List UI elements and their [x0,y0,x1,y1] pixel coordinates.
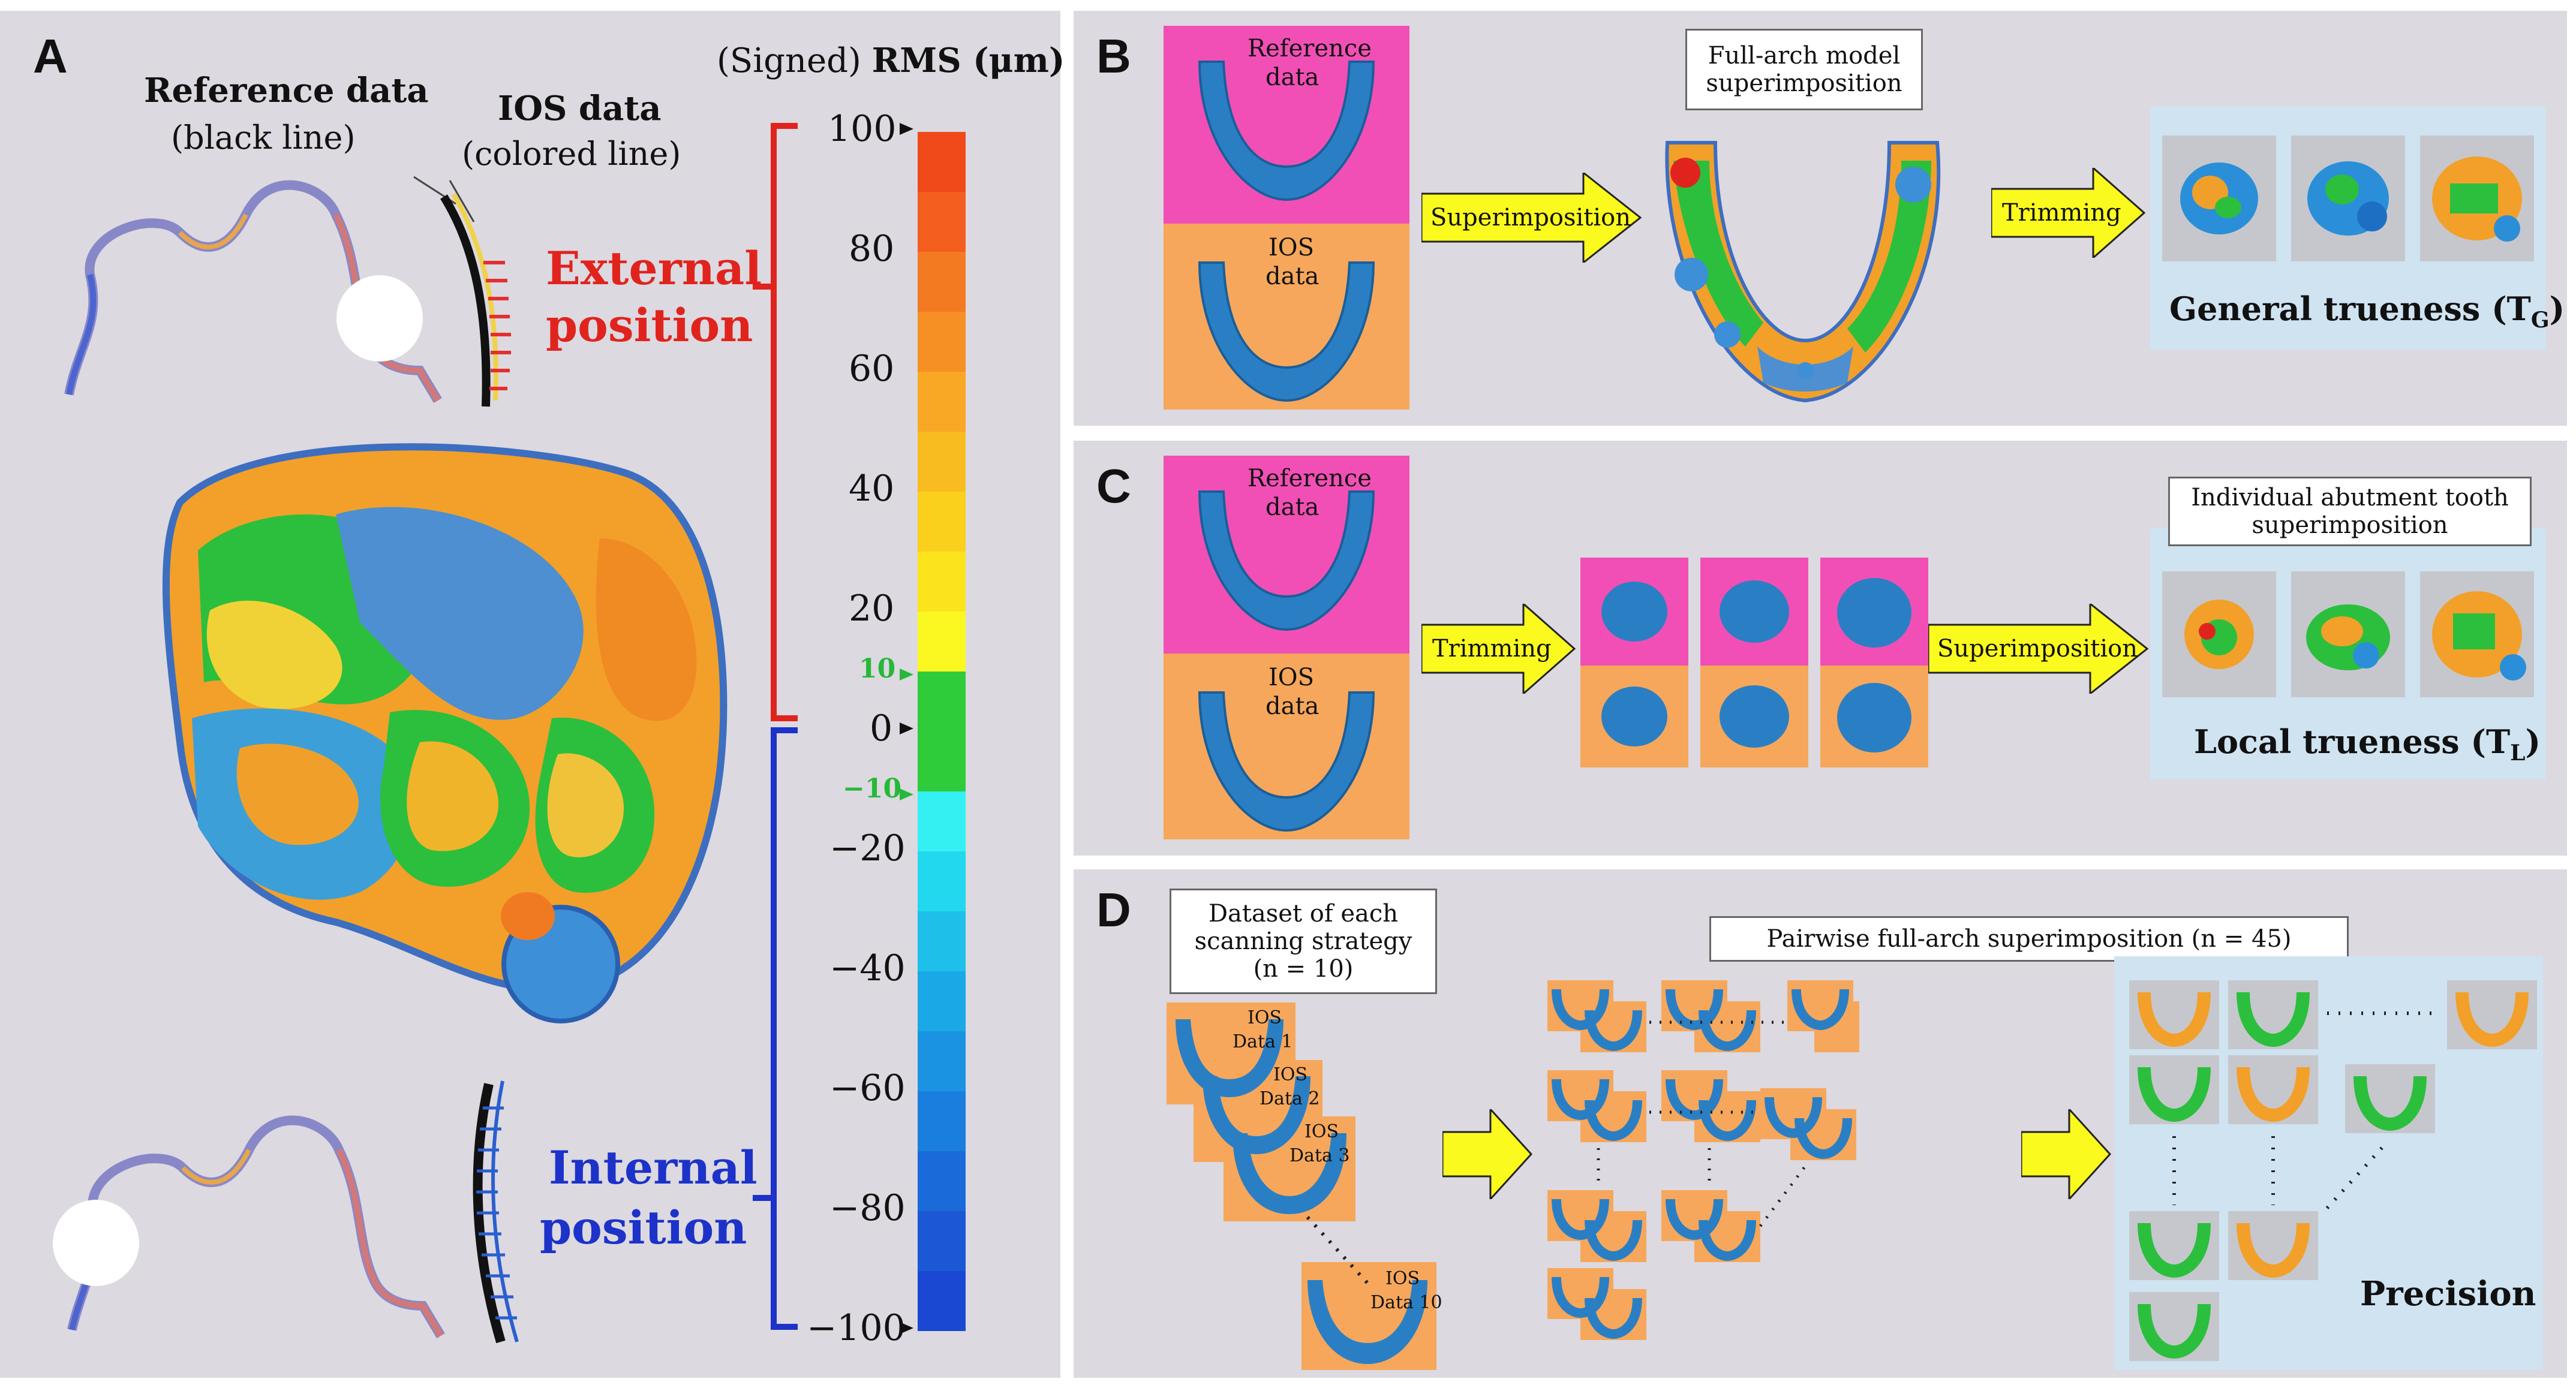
d-stack-arches [1176,1019,1427,1364]
b-arch-models [1198,61,1375,402]
d-stack-3-line2: Data 3 [1289,1145,1350,1166]
internal-profile-illustration [53,1080,519,1344]
b-result-sub: G [2530,307,2550,333]
external-label-line2: position [546,299,753,352]
panel-b-label: B [1096,29,1131,83]
ios-title: IOS data [498,89,662,128]
scale-tick-markers [900,123,913,1334]
panel-d-label: D [1096,883,1131,937]
d-stack-1-line1: IOS [1248,1007,1282,1028]
scale-tick-minus-100: −100 [807,1307,906,1349]
c-result-end: ) [2525,722,2541,761]
scale-tick-10: 10 [859,654,896,684]
d-stack-1-line2: Data 1 [1233,1031,1293,1052]
c-abutment-teeth [1601,578,1911,752]
b-arrow-superimposition [1421,173,1642,263]
b-result-label: General trueness (TG) [2169,290,2565,333]
internal-label-line2: position [540,1201,747,1254]
scale-tick-minus-60: −60 [829,1067,906,1109]
rms-unit: RMS (μm) [871,41,1065,80]
ref-subtitle: (black line) [171,119,356,156]
c-ref-line2: data [1266,493,1319,521]
c-arrow-superimposition [1928,604,2149,694]
d-precision-label: Precision [2360,1274,2536,1314]
c-ref-line1: Reference [1248,465,1372,492]
d-precision-grid [2129,980,2537,1361]
d-stack-2-line1: IOS [1273,1064,1307,1085]
b-fullarch-box: Full-arch model superimposition [1685,29,1923,110]
scale-tick-100: 100 [828,108,897,150]
scale-tick-minus-40: −40 [829,947,906,989]
c-result-teeth [2184,591,2526,681]
d-dataset-line1: Dataset of each [1208,900,1399,928]
tooth-heatmap [162,443,728,1023]
scale-tick-20: 20 [849,588,895,630]
rms-color-scale [918,132,966,1331]
b-ref-line1: Reference [1248,35,1372,62]
d-arrow-2 [2021,1109,2111,1199]
c-arch-models [1198,490,1375,832]
b-result-end: ) [2549,290,2565,328]
b-ref-line2: data [1266,64,1319,91]
range-brackets [753,123,798,1330]
panel-d: D Dataset of each scanning strategy (n =… [1074,869,2567,1378]
scale-tick-minus-20: −20 [829,827,906,869]
c-arrow1-label: Trimming [1432,635,1552,663]
c-result-main: Local trueness (T [2194,722,2511,761]
rms-prefix: (Signed) [717,41,872,80]
scale-tick-0: 0 [870,707,893,749]
c-arrow-trimming [1421,604,1576,694]
ref-title: Reference data [144,71,429,110]
c-box-line2: superimposition [2252,511,2448,539]
b-box-line1: Full-arch model [1708,42,1901,70]
scale-tick-80: 80 [849,228,895,270]
c-arrow2-label: Superimposition [1937,635,2138,663]
internal-label-line1: Internal [549,1141,758,1194]
c-ios-line1: IOS [1269,664,1314,691]
d-stack-2-line2: Data 2 [1260,1088,1320,1109]
c-individual-box: Individual abutment tooth superimpositio… [2168,477,2532,546]
d-dataset-box: Dataset of each scanning strategy (n = 1… [1170,889,1437,994]
d-pairwise-grid [1547,980,1859,1340]
d-stack-10-line1: IOS [1385,1268,1420,1289]
d-pairwise-box: Pairwise full-arch superimposition (n = … [1709,916,2349,962]
d-dataset-line2: scanning strategy [1194,928,1412,955]
panel-c-label: C [1096,459,1131,513]
b-arrow1-label: Superimposition [1430,204,1631,231]
d-arrow-1 [1442,1109,1532,1199]
scale-tick-minus-80: −80 [829,1187,906,1229]
b-result-main: General trueness (T [2169,290,2531,328]
b-ios-line2: data [1266,263,1319,290]
b-box-line2: superimposition [1706,70,1902,97]
c-result-sub: L [2510,740,2526,766]
ios-subtitle: (colored line) [462,135,681,173]
scale-tick-60: 60 [849,348,895,390]
b-arrow2-label: Trimming [2002,199,2121,227]
external-profile-illustration [64,176,511,407]
scale-tick-40: 40 [849,468,895,510]
scale-tick-minus-10: −10 [843,773,902,804]
external-label-line1: External [546,242,762,295]
panel-a-label: A [33,29,68,83]
rms-title: (Signed) RMS (μm) [717,41,1065,80]
b-ios-line1: IOS [1269,234,1314,261]
b-result-teeth [2180,156,2522,242]
b-fullarch-heatmap [1665,141,1941,403]
c-ios-line2: data [1266,693,1319,720]
panel-c: C Reference data IOS data Trimming Super… [1074,441,2567,856]
d-dataset-line3: (n = 10) [1253,955,1354,983]
d-stack-10-line2: Data 10 [1370,1292,1442,1313]
c-result-label: Local trueness (TL) [2194,722,2541,766]
d-stack-3-line1: IOS [1304,1121,1339,1142]
panel-a: A Reference data (black line) IOS data (… [0,11,1065,1378]
b-arrow-trimming [1991,168,2146,258]
panel-b: B Reference data IOS data Superimpositio… [1074,11,2567,426]
c-box-line1: Individual abutment tooth [2191,484,2509,511]
